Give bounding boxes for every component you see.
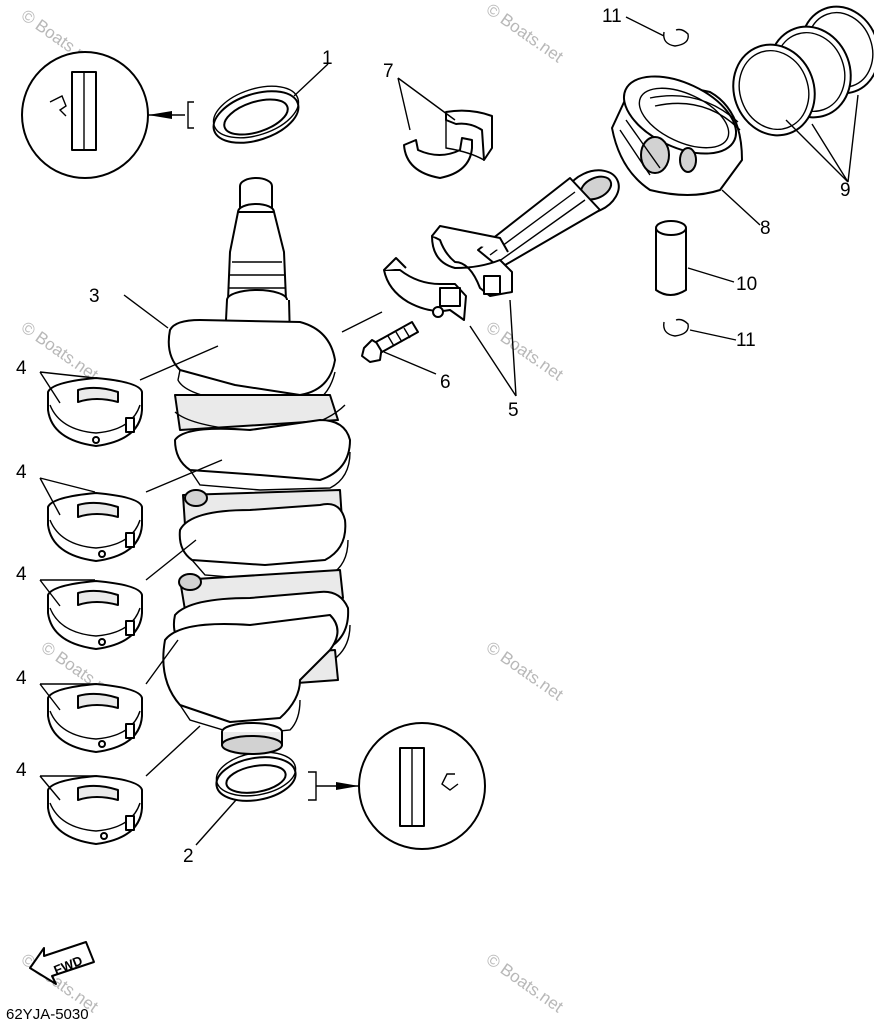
callout-10: 10	[736, 274, 757, 295]
main-bearing-4a	[47, 377, 143, 447]
piston-rings-9	[732, 5, 874, 137]
crankshaft-3	[162, 177, 351, 755]
leader-lines	[39, 16, 859, 846]
drawing-code: 62YJA-5030	[6, 1006, 89, 1023]
callout-4e: 4	[16, 760, 27, 781]
callout-4a: 4	[16, 358, 27, 379]
oil-seal-2	[215, 751, 297, 802]
callout-4d: 4	[16, 668, 27, 689]
callout-9: 9	[840, 180, 851, 201]
callout-4c: 4	[16, 564, 27, 585]
oil-seal-1	[212, 85, 300, 144]
seal-detail-bottom	[308, 722, 486, 850]
watermark: © Boats.net	[483, 0, 567, 67]
watermark: © Boats.net	[483, 950, 567, 1017]
callout-7: 7	[383, 61, 394, 82]
rod-bearing-7	[403, 109, 493, 179]
rod-bolt-6	[361, 321, 419, 363]
piston-8	[611, 75, 743, 196]
pin-clip-11b	[663, 318, 689, 337]
main-bearing-4b	[47, 492, 143, 562]
piston-pin-10	[655, 220, 687, 296]
callout-4b: 4	[16, 462, 27, 483]
main-bearing-4c	[47, 580, 143, 650]
callout-6: 6	[440, 372, 451, 393]
main-bearing-4d	[47, 683, 143, 753]
pin-clip-11a	[663, 28, 689, 47]
watermark: © Boats.net	[483, 318, 567, 385]
seal-detail-top	[21, 51, 194, 179]
callout-5: 5	[508, 400, 519, 421]
callout-1: 1	[322, 48, 333, 69]
callout-11b: 11	[736, 330, 756, 351]
callout-2: 2	[183, 846, 194, 867]
callout-3: 3	[89, 286, 100, 307]
callout-11a: 11	[602, 6, 622, 27]
main-bearing-4e	[47, 775, 143, 845]
watermark: © Boats.net	[483, 638, 567, 705]
connecting-rod-5	[383, 169, 620, 321]
callout-8: 8	[760, 218, 771, 239]
callout-labels: 1 2 3 4 4 4 4 4 5 6 7 8 9 10 11 11	[16, 6, 851, 867]
